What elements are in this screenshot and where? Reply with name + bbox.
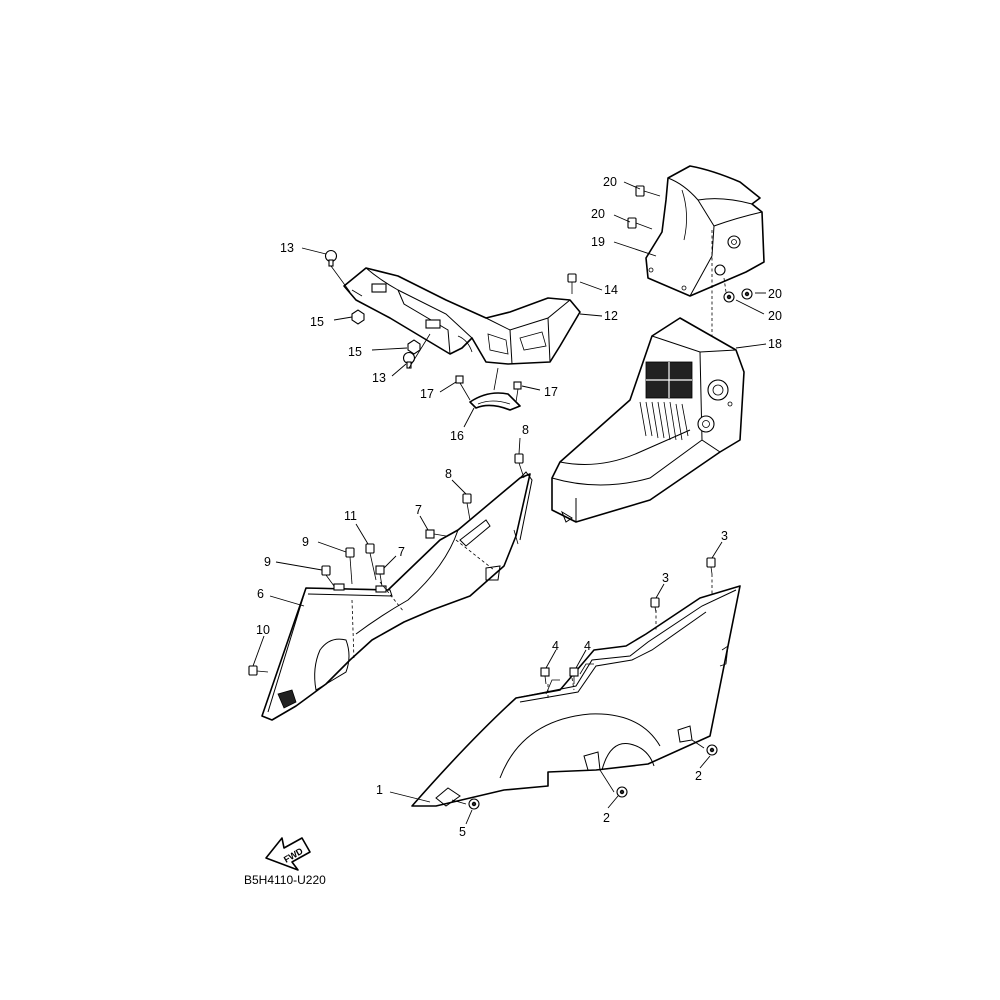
part-18-center-panel[interactable] (551, 317, 745, 523)
callout-7[interactable]: 7 (398, 545, 405, 559)
callout-9[interactable]: 9 (264, 555, 271, 569)
callout-2[interactable]: 2 (695, 769, 702, 783)
callout-8[interactable]: 8 (445, 467, 452, 481)
part-12-top-panel[interactable] (343, 267, 581, 365)
bolt-icon[interactable] (345, 547, 355, 585)
callout-13[interactable]: 13 (372, 371, 386, 385)
screw-icon[interactable] (468, 798, 480, 810)
callout-3[interactable]: 3 (721, 529, 728, 543)
screw-icon[interactable] (425, 529, 447, 539)
screw-icon[interactable] (513, 381, 522, 403)
callout-20[interactable]: 20 (768, 287, 782, 301)
diagram-code: B5H4110-U220 (244, 873, 326, 887)
leader-lines (252, 181, 767, 825)
bolt-icon[interactable] (706, 557, 716, 575)
fwd-arrow-icon: FWD (265, 837, 311, 871)
bolt-icon[interactable] (365, 543, 377, 581)
callout-15[interactable]: 15 (310, 315, 324, 329)
callout-4[interactable]: 4 (552, 639, 559, 653)
part-16-bracket[interactable] (469, 392, 521, 411)
callout-9[interactable]: 9 (302, 535, 309, 549)
callout-20[interactable]: 20 (603, 175, 617, 189)
bolt-icon[interactable] (248, 665, 269, 676)
screw-icon[interactable] (706, 744, 718, 756)
bolt-icon[interactable] (650, 597, 660, 613)
nut-icon[interactable] (407, 339, 421, 355)
callout-17[interactable]: 17 (420, 387, 434, 401)
screw-icon[interactable] (569, 667, 579, 684)
part-19-upper-cover[interactable] (645, 165, 765, 297)
callout-15[interactable]: 15 (348, 345, 362, 359)
callout-labels: 20 20 19 20 20 18 13 14 12 15 15 13 17 1… (256, 175, 782, 839)
callout-2[interactable]: 2 (603, 811, 610, 825)
callout-10[interactable]: 10 (256, 623, 270, 637)
bolt-icon[interactable] (462, 493, 472, 521)
callout-5[interactable]: 5 (459, 825, 466, 839)
callout-11[interactable]: 11 (344, 509, 357, 523)
screw-icon[interactable] (455, 375, 471, 401)
nut-icon[interactable] (351, 309, 365, 325)
callout-19[interactable]: 19 (591, 235, 605, 249)
screw-icon[interactable] (741, 288, 753, 300)
callout-14[interactable]: 14 (604, 283, 618, 297)
callout-20[interactable]: 20 (591, 207, 605, 221)
callout-4[interactable]: 4 (584, 639, 591, 653)
callout-20[interactable]: 20 (768, 309, 782, 323)
part-6-left-side-cover[interactable] (261, 471, 533, 721)
callout-3[interactable]: 3 (662, 571, 669, 585)
screw-icon[interactable] (723, 291, 735, 303)
callout-17[interactable]: 17 (544, 385, 558, 399)
callout-16[interactable]: 16 (450, 429, 464, 443)
bolt-icon[interactable] (402, 351, 416, 369)
callout-7[interactable]: 7 (415, 503, 422, 517)
bolt-icon[interactable] (514, 453, 525, 479)
screw-icon[interactable] (375, 565, 385, 587)
bolt-icon[interactable] (321, 565, 335, 587)
bolt-icon[interactable] (627, 217, 653, 230)
bolt-icon[interactable] (567, 273, 577, 294)
callout-13[interactable]: 13 (280, 241, 294, 255)
callout-8[interactable]: 8 (522, 423, 529, 437)
screw-icon[interactable] (540, 667, 550, 685)
bolt-icon[interactable] (635, 185, 661, 197)
screw-icon[interactable] (616, 786, 628, 798)
callout-12[interactable]: 12 (604, 309, 618, 323)
callout-1[interactable]: 1 (376, 783, 383, 797)
part-1-lower-side-cover[interactable] (411, 585, 741, 807)
callout-18[interactable]: 18 (768, 337, 782, 351)
callout-6[interactable]: 6 (257, 587, 264, 601)
bolt-icon[interactable] (324, 249, 338, 267)
